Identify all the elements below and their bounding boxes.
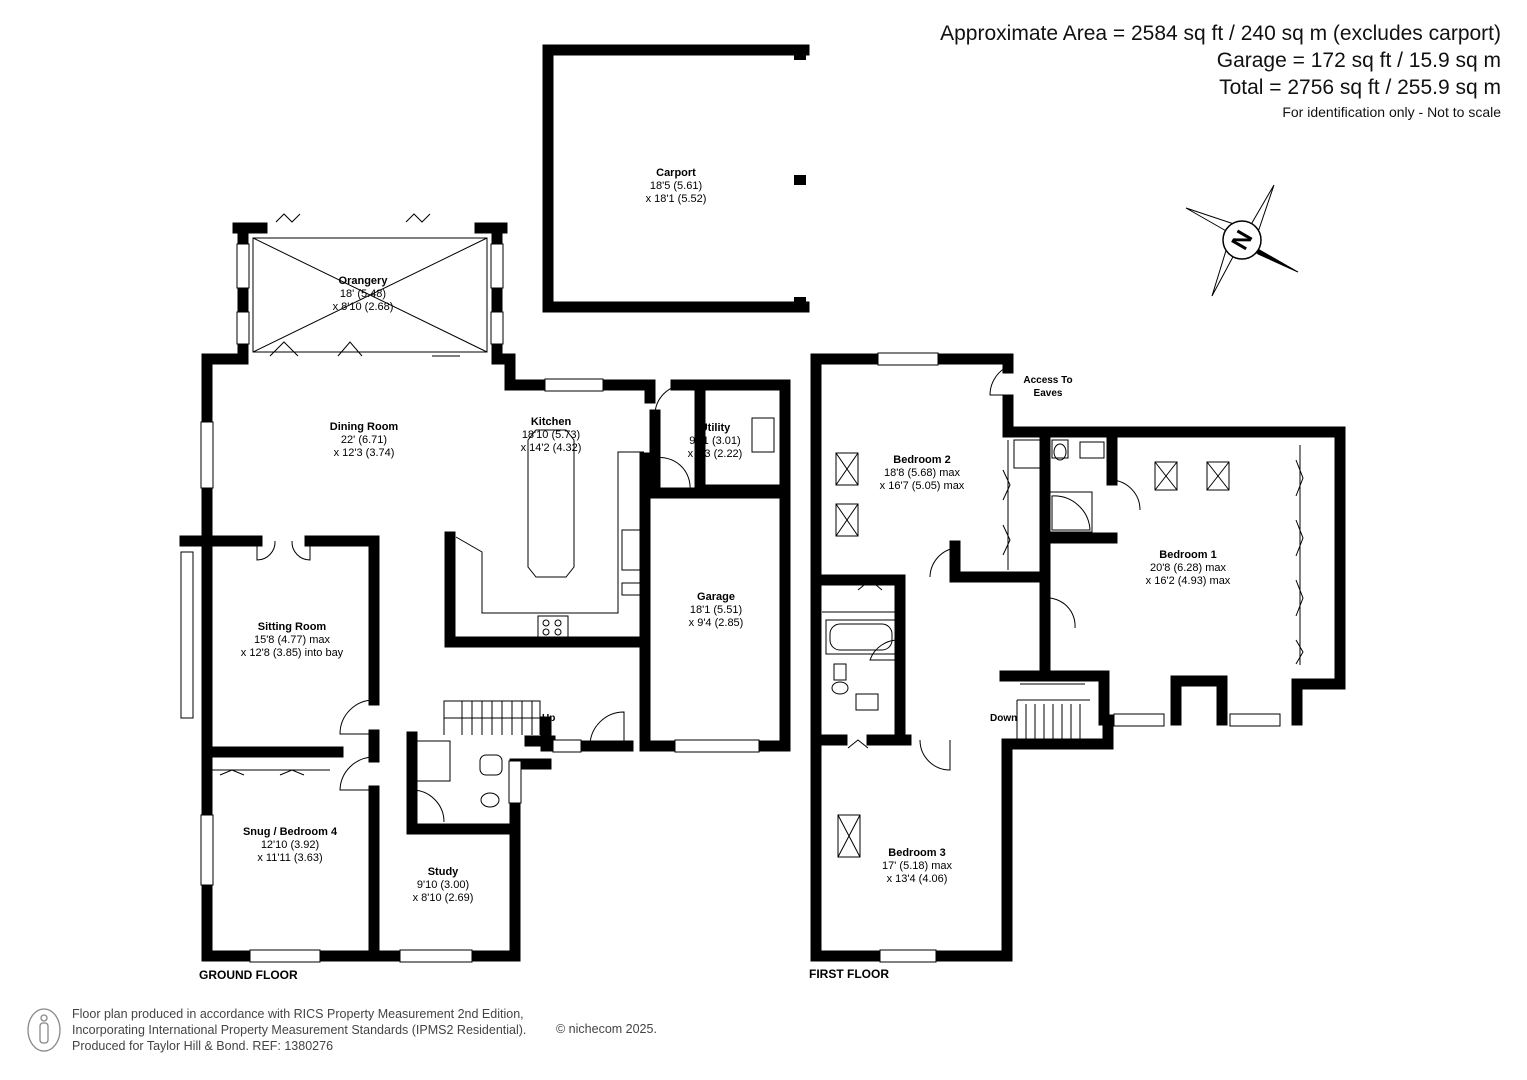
- rooflights: [835, 452, 1230, 858]
- dining-room-dim-2: x 12'3 (3.74): [334, 447, 395, 459]
- eaves-label-line-1: Access To: [1023, 375, 1072, 386]
- approximate-area-text: Approximate Area = 2584 sq ft / 240 sq m…: [940, 22, 1501, 45]
- carport-walls: [542, 44, 810, 313]
- kitchen-dim-1: 18'10 (5.73): [522, 429, 580, 441]
- carport-dim-1: 18'5 (5.61): [650, 180, 702, 192]
- kitchen-fittings: [455, 384, 775, 639]
- utility-dim-1: 9'11 (3.01): [689, 435, 740, 447]
- snug-dim-1: 12'10 (3.92): [261, 839, 319, 851]
- bedroom-2-dim-1: 18'8 (5.68) max: [884, 467, 961, 479]
- sitting-room-name: Sitting Room: [258, 621, 327, 633]
- utility-dim-2: x 7'3 (2.22): [688, 448, 743, 460]
- sitting-room-dim-2: x 12'8 (3.85) into bay: [241, 647, 344, 659]
- footer-line-3: Produced for Taylor Hill & Bond. REF: 13…: [72, 1039, 334, 1053]
- footer-disclaimer: Floor plan produced in accordance with R…: [72, 1006, 526, 1054]
- bedroom-2-dim-2: x 16'7 (5.05) max: [880, 480, 965, 492]
- bedroom-1-dim-1: 20'8 (6.28) max: [1150, 562, 1227, 574]
- first-floor-fittings: [822, 367, 1304, 771]
- bedroom-1-dim-2: x 16'2 (4.93) max: [1146, 575, 1231, 587]
- dining-room-dim-1: 22' (6.71): [341, 434, 387, 446]
- dining-room-name: Dining Room: [330, 421, 399, 433]
- orangery-roof-lantern: [252, 213, 488, 357]
- study-name: Study: [428, 866, 459, 878]
- garage-dim-1: 18'1 (5.51): [690, 604, 742, 616]
- footer-line-1: Floor plan produced in accordance with R…: [72, 1007, 524, 1021]
- measurement-person-icon: [27, 1008, 61, 1052]
- eaves-label-line-2: Eaves: [1034, 388, 1063, 399]
- carport-post: [794, 175, 806, 185]
- snug-name: Snug / Bedroom 4: [243, 826, 338, 838]
- utility-name: Utility: [700, 422, 731, 434]
- bedroom-1-name: Bedroom 1: [1159, 549, 1216, 561]
- garage-name: Garage: [697, 591, 735, 603]
- total-area-text: Total = 2756 sq ft / 255.9 sq m: [1219, 76, 1501, 99]
- carport-name: Carport: [656, 167, 696, 179]
- copyright-text: © nichecom 2025.: [556, 1022, 657, 1036]
- bedroom-2-name: Bedroom 2: [893, 454, 950, 466]
- snug-dim-2: x 11'11 (3.63): [257, 852, 322, 864]
- carport-dim-2: x 18'1 (5.52): [646, 193, 707, 205]
- ground-floor-windows: [180, 243, 760, 963]
- garage-area-text: Garage = 172 sq ft / 15.9 sq m: [1216, 49, 1501, 72]
- kitchen-name: Kitchen: [531, 416, 572, 428]
- study-dim-1: 9'10 (3.00): [417, 879, 469, 891]
- ground-floor-stairs: [443, 700, 541, 735]
- carport-post: [794, 297, 806, 311]
- first-floor-windows: [877, 352, 1281, 963]
- not-to-scale-note: For identification only - Not to scale: [1282, 104, 1501, 120]
- bedroom-3-dim-1: 17' (5.18) max: [882, 860, 952, 872]
- stairs-down-label: Down: [990, 713, 1017, 724]
- study-dim-2: x 8'10 (2.69): [413, 892, 474, 904]
- compass-rose-icon: N: [1185, 184, 1299, 297]
- orangery-name: Orangery: [339, 275, 389, 287]
- orangery-dim-2: x 8'10 (2.68): [333, 301, 394, 313]
- bedroom-3-dim-2: x 13'4 (4.06): [887, 873, 948, 885]
- orangery-dim-1: 18' (5.48): [340, 288, 386, 300]
- sitting-room-dim-1: 15'8 (4.77) max: [254, 634, 331, 646]
- kitchen-dim-2: x 14'2 (4.32): [521, 442, 582, 454]
- ground-floor-label: GROUND FLOOR: [199, 968, 298, 982]
- garage-dim-2: x 9'4 (2.85): [689, 617, 744, 629]
- bedroom-3-name: Bedroom 3: [888, 847, 945, 859]
- ground-floor-doors: [212, 540, 625, 823]
- carport-post: [794, 46, 806, 60]
- footer-line-2: Incorporating International Property Mea…: [72, 1023, 527, 1037]
- first-floor-label: FIRST FLOOR: [809, 967, 889, 981]
- stairs-up-label: Up: [542, 713, 555, 724]
